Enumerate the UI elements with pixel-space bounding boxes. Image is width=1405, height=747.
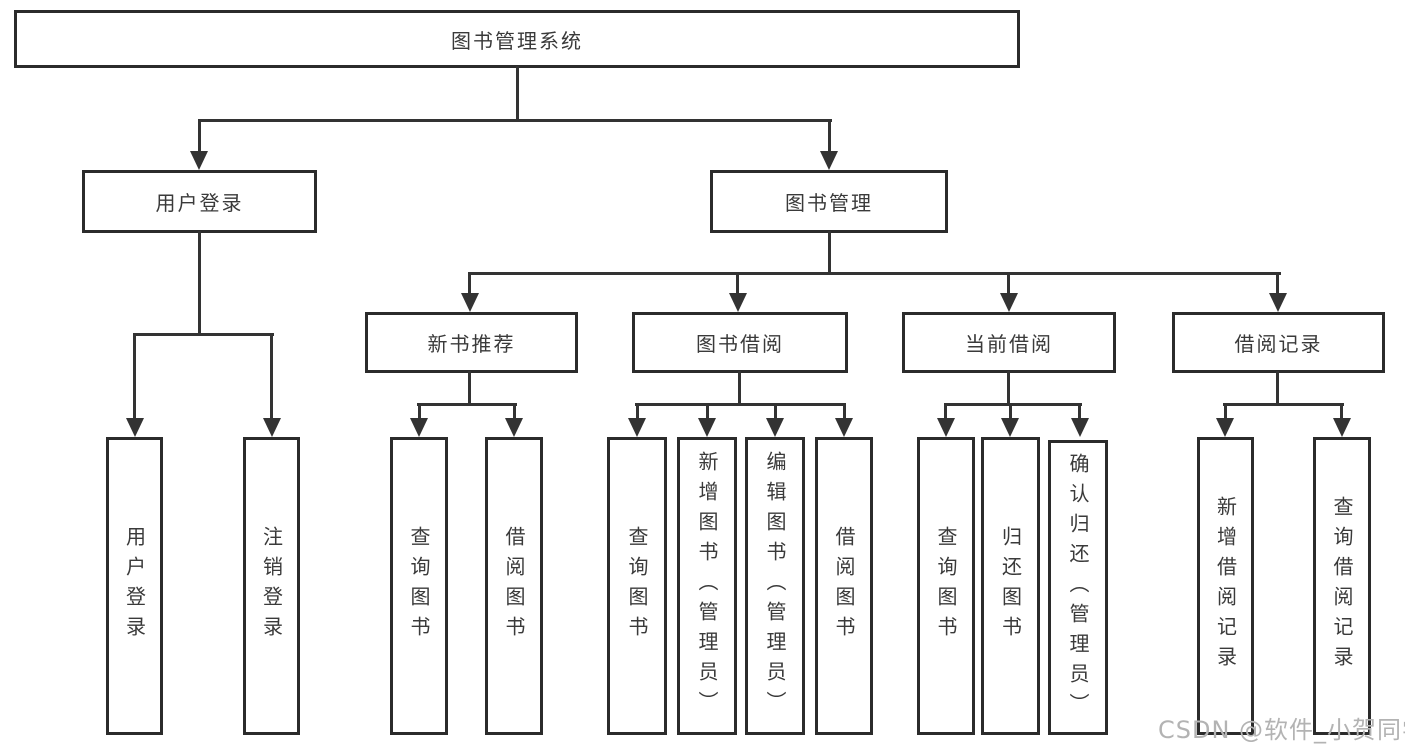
- leaf-edit-books-admin: 编辑图书（管理员）: [745, 437, 805, 735]
- connector-book-borrow-split: [635, 403, 846, 406]
- node-current-borrowing: 当前借阅: [902, 312, 1116, 373]
- connector-stem: [418, 403, 421, 421]
- connector-stem: [513, 403, 516, 421]
- leaf-add-books-admin: 新增图书（管理员）: [677, 437, 737, 735]
- node-label: 编辑图书（管理员）: [763, 451, 787, 721]
- node-label: 查询图书: [407, 526, 431, 646]
- node-label: 用户登录: [155, 191, 244, 215]
- node-label: 借阅图书: [502, 526, 526, 646]
- connector-borrow-record-split: [1223, 403, 1344, 406]
- connector-root-trunk: [516, 66, 519, 120]
- arrow-down-icon: [1333, 418, 1351, 437]
- connector-new-book-split: [417, 403, 517, 406]
- leaf-user-login: 用户登录: [106, 437, 163, 735]
- connector-stem: [468, 272, 471, 296]
- connector-stem: [1078, 403, 1081, 421]
- node-user-login: 用户登录: [82, 170, 317, 233]
- connector-stem: [1340, 403, 1343, 421]
- connector-stem: [1224, 403, 1227, 421]
- leaf-return-books: 归还图书: [981, 437, 1040, 735]
- arrow-down-icon: [410, 418, 428, 437]
- node-book-borrowing: 图书借阅: [632, 312, 848, 373]
- node-label: 借阅图书: [832, 526, 856, 646]
- connector-user-login-split: [133, 333, 274, 336]
- csdn-watermark: CSDN @软件_小贺同学: [1158, 716, 1405, 744]
- connector-stem-book-management: [828, 119, 831, 155]
- arrow-down-icon: [729, 293, 747, 312]
- node-book-management: 图书管理: [710, 170, 948, 233]
- leaf-query-books-recommend: 查询图书: [390, 437, 448, 735]
- node-label: 查询图书: [625, 526, 649, 646]
- connector-stem-user-login: [198, 119, 201, 155]
- arrow-down-icon: [505, 418, 523, 437]
- arrow-down-icon: [263, 418, 281, 437]
- node-label: 用户登录: [122, 526, 147, 646]
- connector-user-login-trunk: [198, 231, 201, 336]
- arrow-down-icon: [628, 418, 646, 437]
- node-borrowing-records: 借阅记录: [1172, 312, 1385, 373]
- node-label: 当前借阅: [965, 332, 1053, 356]
- arrow-down-icon: [698, 418, 716, 437]
- node-label: 新增借阅记录: [1213, 496, 1238, 676]
- arrow-down-icon: [1000, 293, 1018, 312]
- connector-current-borrow-trunk: [1007, 371, 1010, 406]
- connector-book-borrow-trunk: [738, 371, 741, 406]
- leaf-query-books-current: 查询图书: [917, 437, 975, 735]
- leaf-query-books-borrow: 查询图书: [607, 437, 667, 735]
- node-label: 借阅记录: [1234, 332, 1323, 356]
- arrow-down-icon: [937, 418, 955, 437]
- arrow-down-icon: [820, 151, 838, 170]
- leaf-query-borrow-record: 查询借阅记录: [1313, 437, 1371, 735]
- connector-stem: [270, 333, 273, 421]
- node-label: 新增图书（管理员）: [695, 451, 719, 721]
- connector-stem: [1009, 403, 1012, 421]
- node-label: 注销登录: [259, 526, 284, 646]
- arrow-down-icon: [835, 418, 853, 437]
- node-label: 归还图书: [998, 526, 1023, 646]
- connector-stem: [944, 403, 947, 421]
- connector-stem: [133, 333, 136, 421]
- connector-stem: [1276, 272, 1279, 296]
- node-label: 查询图书: [934, 526, 958, 646]
- arrow-down-icon: [1269, 293, 1287, 312]
- connector-new-book-trunk: [468, 371, 471, 406]
- node-label: 图书管理: [785, 191, 873, 215]
- leaf-add-borrow-record: 新增借阅记录: [1197, 437, 1254, 735]
- connector-borrow-record-trunk: [1276, 371, 1279, 406]
- connector-stem: [706, 403, 709, 421]
- arrow-down-icon: [766, 418, 784, 437]
- node-new-book-recommendation: 新书推荐: [365, 312, 578, 373]
- connector-book-management-trunk: [828, 231, 831, 275]
- node-label: 确认归还（管理员）: [1066, 452, 1090, 723]
- leaf-borrow-books-recommend: 借阅图书: [485, 437, 543, 735]
- leaf-logout: 注销登录: [243, 437, 300, 735]
- node-library-management-system: 图书管理系统: [14, 10, 1020, 68]
- arrow-down-icon: [190, 151, 208, 170]
- leaf-confirm-return-admin: 确认归还（管理员）: [1048, 440, 1108, 735]
- connector-book-management-split: [468, 272, 1281, 275]
- node-label: 图书管理系统: [451, 28, 583, 53]
- connector-stem: [736, 272, 739, 296]
- leaf-borrow-books: 借阅图书: [815, 437, 873, 735]
- arrow-down-icon: [1001, 418, 1019, 437]
- connector-stem: [774, 403, 777, 421]
- connector-stem: [1007, 272, 1010, 296]
- connector-stem: [636, 403, 639, 421]
- connector-current-borrow-split: [944, 403, 1082, 406]
- arrow-down-icon: [461, 293, 479, 312]
- node-label: 新书推荐: [427, 332, 516, 356]
- arrow-down-icon: [126, 418, 144, 437]
- connector-stem: [843, 403, 846, 421]
- connector-root-split: [198, 119, 832, 122]
- node-label: 查询借阅记录: [1330, 496, 1354, 676]
- arrow-down-icon: [1216, 418, 1234, 437]
- arrow-down-icon: [1071, 418, 1089, 437]
- node-label: 图书借阅: [696, 332, 784, 356]
